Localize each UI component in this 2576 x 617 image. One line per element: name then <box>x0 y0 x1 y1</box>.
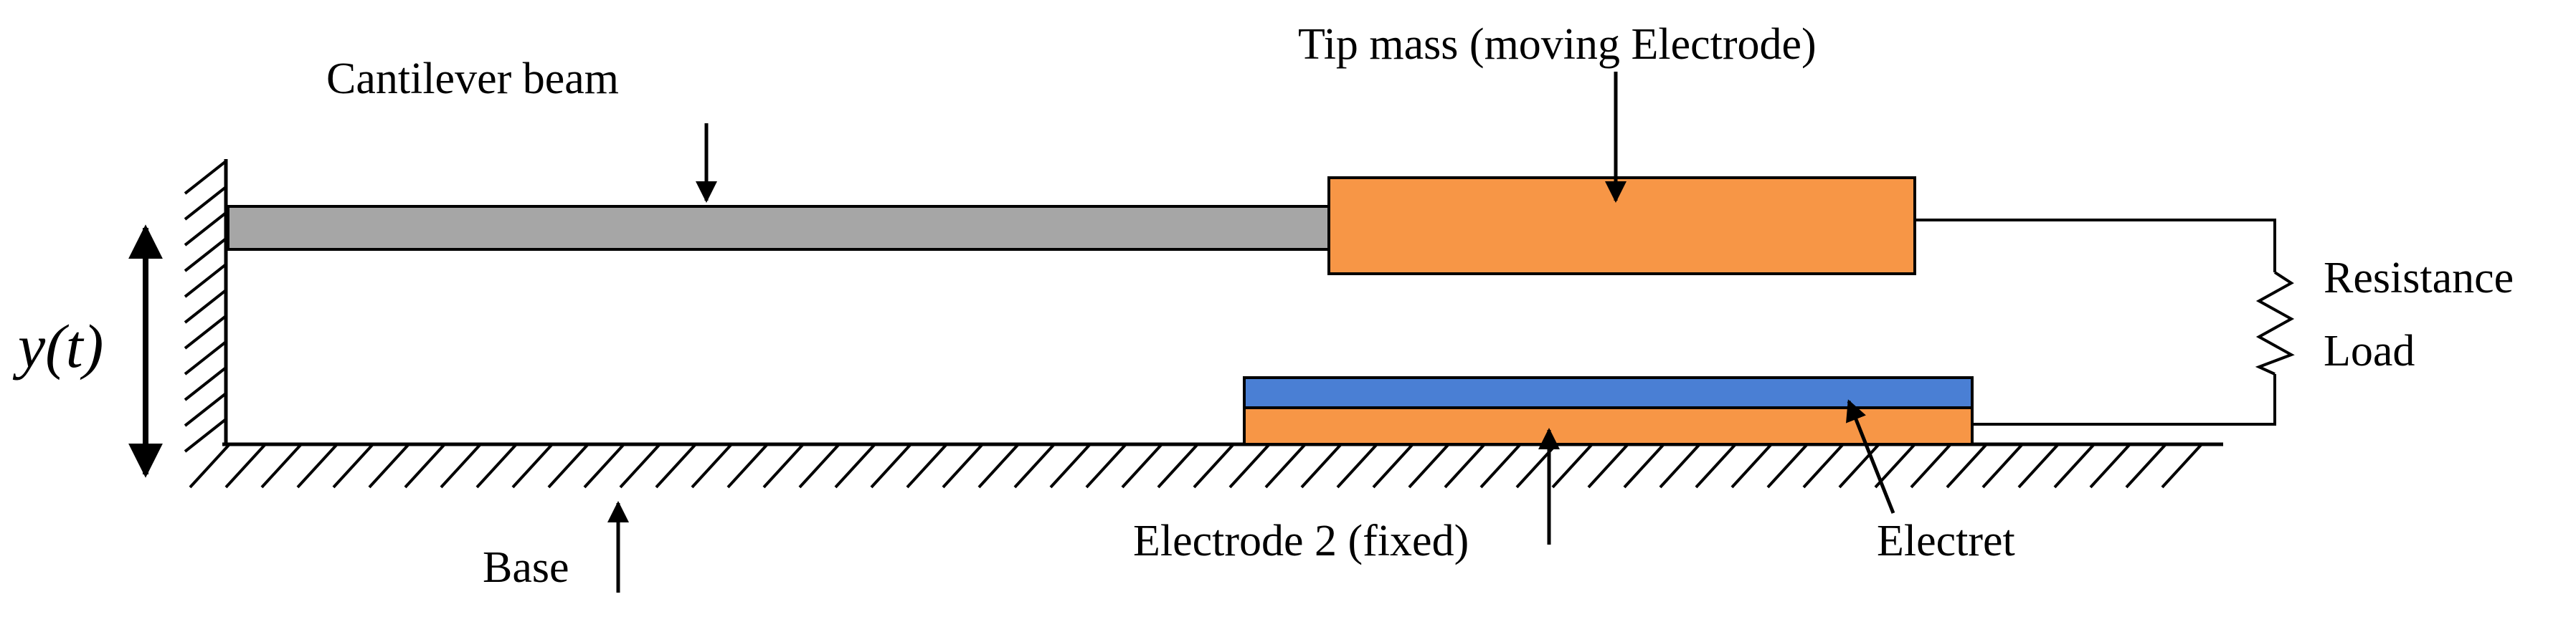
resistor-zigzag <box>2255 271 2295 376</box>
leader-arrows <box>607 72 1895 593</box>
electret-layer <box>1243 376 1974 409</box>
cantilever-beam-label: Cantilever beam <box>326 54 619 103</box>
circuit-wire <box>1915 219 2295 426</box>
electrode-2-label: Electrode 2 (fixed) <box>1133 517 1469 565</box>
tip-mass <box>1327 176 1916 275</box>
resistance-label-line2: Load <box>2324 327 2415 376</box>
resistance-label-line1: Resistance <box>2324 254 2514 302</box>
cantilever-beam <box>227 205 1330 251</box>
base-label: Base <box>483 543 569 592</box>
electret-arrow <box>1846 399 1895 514</box>
fixed-wall <box>184 159 228 453</box>
tip-mass-label: Tip mass (moving Electrode) <box>1298 20 1817 69</box>
electret-label: Electret <box>1877 517 2015 565</box>
ground-surface <box>189 442 2223 489</box>
displacement-label: y(t) <box>12 312 103 381</box>
